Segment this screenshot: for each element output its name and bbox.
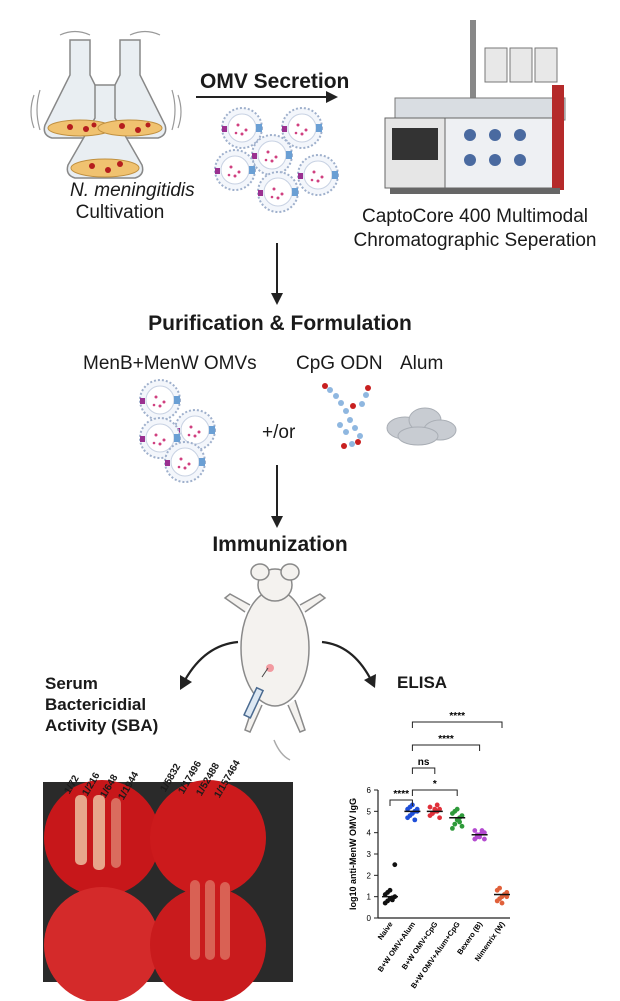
significance-bracket [411,744,481,751]
plate-bottom-right [150,887,266,1001]
component-cpg: CpG ODN [296,353,383,374]
data-point [450,826,455,831]
significance-label: **** [393,789,409,800]
data-point [430,811,435,816]
significance-bracket [411,767,436,774]
data-point [479,828,485,833]
y-tick-label: 1 [367,893,372,902]
data-point [477,834,482,840]
significance-bracket [411,721,503,728]
instrument-line1: CaptoCore 400 Multimodal [361,206,588,227]
y-axis-label: log10 anti-MenW OMV IgG [348,798,358,910]
immunization-title: Immunization [212,533,348,556]
sba-title-line1: Serum [45,674,98,693]
data-point [387,887,393,893]
data-point [437,815,442,821]
data-point [414,806,420,812]
sba-title-line3: Activity (SBA) [45,716,159,735]
y-tick-label: 6 [367,786,372,795]
data-point [452,821,458,827]
organism-name: N. meningitidis [70,180,195,201]
y-tick-label: 0 [367,914,372,923]
data-point [390,897,395,903]
data-point [454,806,460,812]
combine-label: +/or [262,422,296,443]
component-alum: Alum [400,353,444,374]
significance-label: **** [438,734,454,745]
y-tick-label: 5 [367,807,372,816]
data-point [412,817,418,823]
data-point [499,900,505,906]
y-tick-label: 3 [367,850,372,859]
data-point [432,806,438,812]
data-point [459,813,465,818]
data-point [427,804,433,810]
significance-label: * [433,779,437,790]
component-omvs: MenB+MenW OMVs [83,353,257,374]
data-point [457,819,462,825]
data-point [482,836,487,842]
plate-bottom-left [44,887,160,1001]
significance-bracket [411,789,458,796]
y-tick-label: 2 [367,871,372,880]
data-point [497,885,502,891]
purification-title: Purification & Formulation [148,312,412,335]
significance-label: **** [449,711,465,722]
omv-secretion-label: OMV Secretion [200,70,350,93]
sba-title-line2: Bactericidial [45,695,147,714]
x-category-label: Naive [376,920,395,942]
significance-bracket [389,799,413,806]
data-point [437,806,442,812]
significance-label: ns [418,757,430,768]
cultivation-label: Cultivation [75,202,165,223]
instrument-line2: Chromatographic Seperation [353,230,597,251]
data-point [392,862,398,868]
data-point [504,894,510,900]
elisa-title: ELISA [397,673,448,692]
data-point [472,828,478,833]
data-point [459,823,465,829]
plate-top-right [150,780,266,896]
y-tick-label: 4 [367,829,372,838]
data-point [434,802,440,808]
